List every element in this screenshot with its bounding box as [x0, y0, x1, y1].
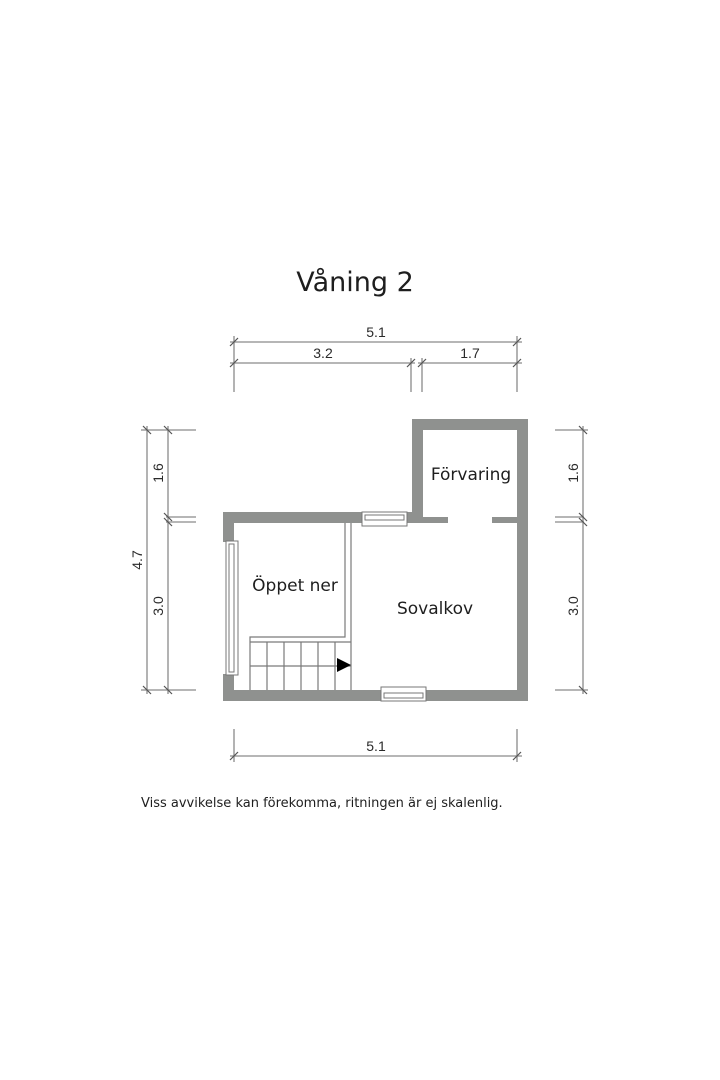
room-label-oppet-ner: Öppet ner: [252, 574, 338, 596]
bottom-dimensions: 5.1: [229, 729, 522, 762]
dim-left-lower: 3.0: [150, 596, 166, 616]
page-title: Våning 2: [296, 267, 414, 298]
dim-right-upper: 1.6: [565, 463, 581, 483]
dim-left-upper: 1.6: [150, 463, 166, 483]
dim-top-total: 5.1: [366, 324, 386, 340]
room-label-sovalkov: Sovalkov: [397, 599, 473, 619]
top-dimensions: 5.1 3.2 1.7: [229, 324, 522, 392]
dim-bottom-total: 5.1: [366, 738, 386, 754]
walls: [223, 419, 528, 701]
dim-top-left: 3.2: [313, 345, 333, 361]
dim-top-right: 1.7: [460, 345, 480, 361]
stairwell: [249, 523, 352, 690]
window-bottom: [380, 686, 427, 702]
window-left: [225, 540, 239, 676]
disclaimer-note: Viss avvikelse kan förekomma, ritningen …: [141, 796, 503, 811]
dim-left-total: 4.7: [129, 550, 145, 570]
stair-direction-arrow-icon: [337, 658, 351, 672]
room-label-forvaring: Förvaring: [431, 465, 511, 485]
right-dimensions: 1.6 3.0: [555, 425, 588, 695]
dim-right-lower: 3.0: [565, 596, 581, 616]
window-top: [361, 511, 408, 527]
left-dimensions: 4.7 1.6 3.0: [129, 425, 196, 695]
